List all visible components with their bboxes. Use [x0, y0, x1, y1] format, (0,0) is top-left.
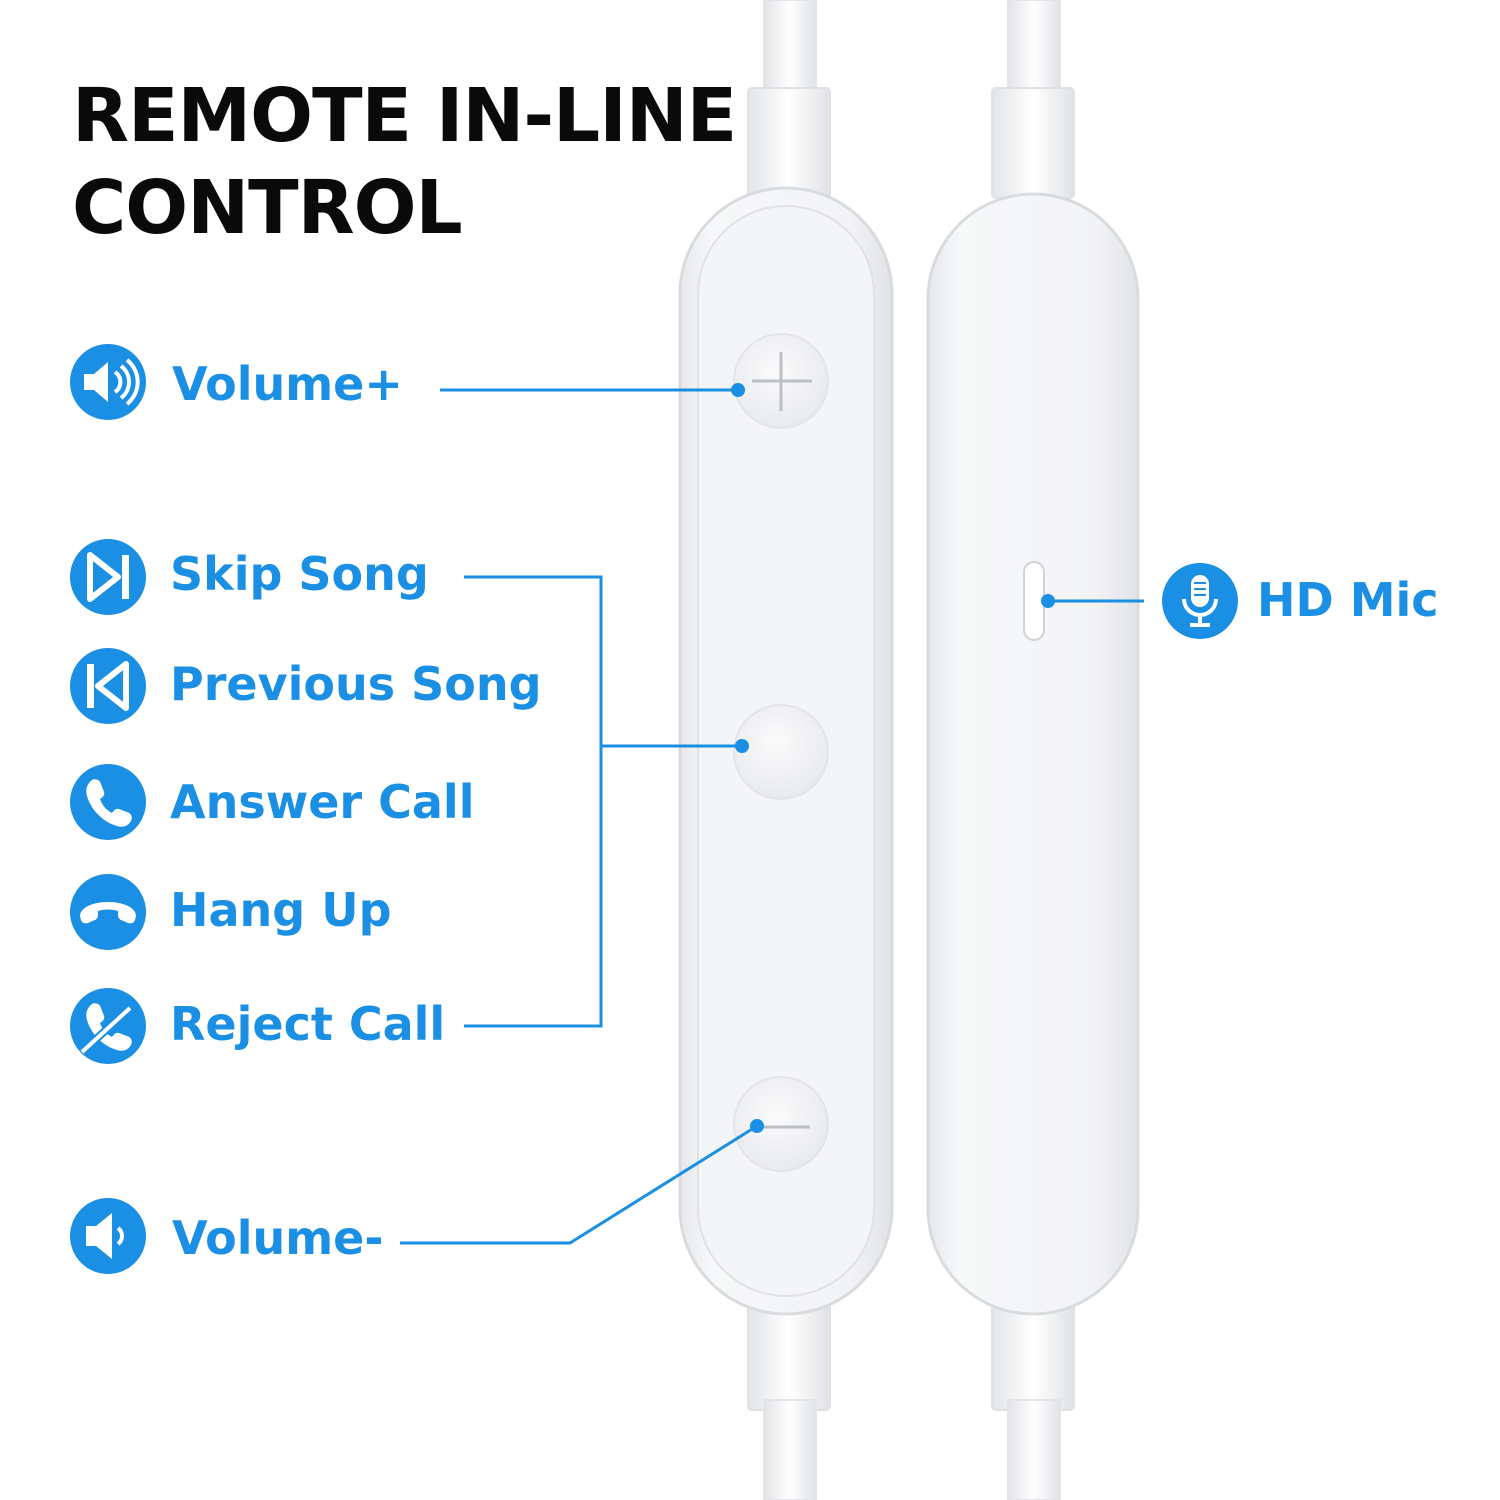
left-cable [747, 0, 831, 1500]
callout-dots [731, 383, 1055, 1133]
volume-up-button[interactable] [733, 333, 829, 429]
volume-down-callout [400, 1124, 758, 1245]
hang-up-icon [68, 872, 148, 952]
page-title: REMOTE IN-LINE CONTROL [72, 70, 737, 254]
speaker-quiet-icon [68, 1196, 148, 1276]
title-line-1: REMOTE IN-LINE [72, 73, 737, 159]
answer-call-label: Answer Call [170, 775, 475, 829]
phone-icon [68, 762, 148, 842]
hd-mic-label: HD Mic [1257, 573, 1439, 627]
title-line-2: CONTROL [72, 165, 463, 251]
skip-forward-icon [68, 537, 148, 617]
reject-call-icon [68, 986, 148, 1066]
reject-call-label: Reject Call [170, 997, 446, 1051]
volume-up-label: Volume+ [172, 357, 403, 411]
multifunction-button[interactable] [733, 704, 829, 800]
skip-song-label: Skip Song [170, 547, 429, 601]
volume-down-button[interactable] [733, 1076, 829, 1172]
microphone-body [926, 192, 1140, 1316]
volume-down-label: Volume- [172, 1211, 384, 1265]
microphone-icon [1160, 561, 1240, 641]
previous-song-label: Previous Song [170, 657, 542, 711]
skip-back-icon [68, 646, 148, 726]
bracket-callout [464, 575, 603, 1028]
callout-lines [400, 388, 1144, 1245]
hang-up-label: Hang Up [170, 883, 392, 937]
right-cable [991, 0, 1075, 1500]
speaker-loud-icon [68, 342, 148, 422]
